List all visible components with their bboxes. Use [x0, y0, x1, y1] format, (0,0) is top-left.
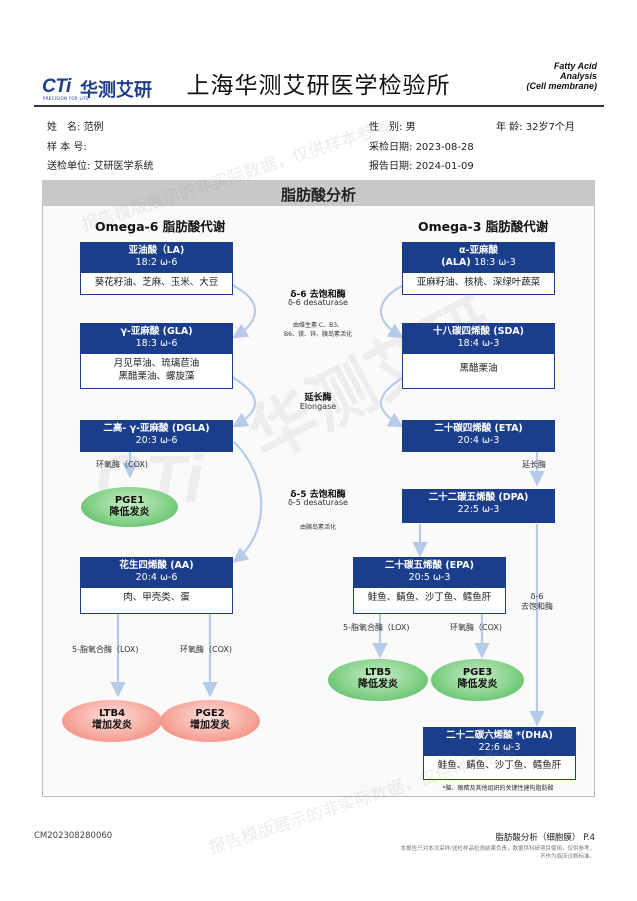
eta-box: 二十碳四烯酸 (ETA)20:4 ω-3: [402, 420, 555, 452]
dpa-box: 二十二碳五烯酸 (DPA)22:5 ω-3: [402, 489, 555, 523]
gender-field: 性 别: 男: [369, 122, 416, 133]
d6-desaturase-en: δ-6 desaturase: [288, 298, 348, 307]
report-code: CM202308280060: [34, 831, 113, 841]
ala-box: α-亚麻酸(ALA) 18:3 ω-3 亚麻籽油、核桃、深绿叶蔬菜: [402, 242, 555, 295]
elongase-label-3: 延长酶: [522, 460, 546, 469]
cox-label-3: 环氧酶（COX): [450, 623, 502, 632]
logo-mark: CTi: [42, 76, 71, 97]
name-field: 姓 名: 范例: [47, 122, 104, 133]
lox-label-6: 5-脂氧合酶（LOX): [72, 645, 139, 654]
dha-note: *脑、眼睛及其他组织的关键性建构脂肪酸: [442, 785, 554, 792]
cox-label-2: 环氧酶（COX): [180, 645, 232, 654]
d5-cofactor: 由胰岛素活化: [299, 524, 336, 531]
la-box: 亚油酸（LA)18:2 ω-6 葵花籽油、芝麻、玉米、大豆: [80, 242, 233, 295]
unit-field: 送检单位: 艾研医学系统: [47, 161, 154, 172]
collect-date-field: 采检日期: 2023-08-28: [369, 142, 474, 153]
gla-box: γ-亚麻酸 (GLA)18:3 ω-6 月见草油、琉璃苣油黑醋栗油、螺旋藻: [80, 323, 233, 389]
aa-box: 花生四烯酸 (AA)20:4 ω-6 肉、甲壳类、蛋: [80, 557, 233, 614]
logo-cn: 华测艾研: [80, 80, 152, 101]
age-field: 年 龄: 32岁7个月: [496, 122, 575, 133]
elongase-cn: 延长酶: [304, 393, 332, 403]
cox-label-1: 环氧酶（COX): [96, 460, 148, 469]
d5-desaturase-en: δ-5 desaturase: [288, 498, 348, 507]
d6-desaturase-cn: δ-6 去饱和酶: [290, 290, 346, 300]
dgla-box: 二高- γ-亚麻酸 (DGLA)20:3 ω-6: [80, 420, 233, 452]
report-date-field: 报告日期: 2024-01-09: [369, 161, 474, 172]
d5-desaturase-cn: δ-5 去饱和酶: [290, 490, 346, 500]
elongase-en: Elongase: [299, 402, 337, 411]
sda-box: 十八碳四烯酸 (SDA)18:4 ω-3 黑醋栗油: [402, 323, 555, 389]
epa-box: 二十碳五烯酸 (EPA)20:5 ω-3 鲑鱼、鲭鱼、沙丁鱼、鳕鱼肝: [353, 557, 506, 614]
d6-cofactor-2: B6、镁、锌、胰岛素活化: [284, 331, 352, 338]
d6-cofactor-1: 由维生素 C、B3、: [292, 322, 344, 329]
header-divider: [34, 105, 604, 107]
section-title: 脂肪酸分析: [280, 186, 356, 204]
lox-label-3: 5-脂氧合酶（LOX): [343, 623, 410, 632]
omega3-title: Omega-3 脂肪酸代谢: [418, 219, 549, 234]
sample-field: 样 本 号:: [47, 142, 87, 153]
footer-disclaimer: 本报告只对本次采样/送检样品检测结果负责，数据供科研项目使用，仅供参考，不作为临…: [400, 846, 595, 860]
dha-box: 二十二碳六烯酸 *(DHA)22:6 ω-3 鲑鱼、鲭鱼、沙丁鱼、鳕鱼肝: [423, 727, 576, 780]
logo-tagline: PRECISION FOR LIFE: [43, 96, 89, 101]
english-title: Fatty Acid Analysis (Cell membrane): [526, 61, 597, 91]
panel-header: [42, 180, 595, 206]
page-title: 上海华测艾研医学检验所: [186, 73, 451, 99]
omega6-title: Omega-6 脂肪酸代谢: [95, 219, 226, 234]
page-label: 脂肪酸分析（细胞膜） P.4: [495, 833, 595, 843]
